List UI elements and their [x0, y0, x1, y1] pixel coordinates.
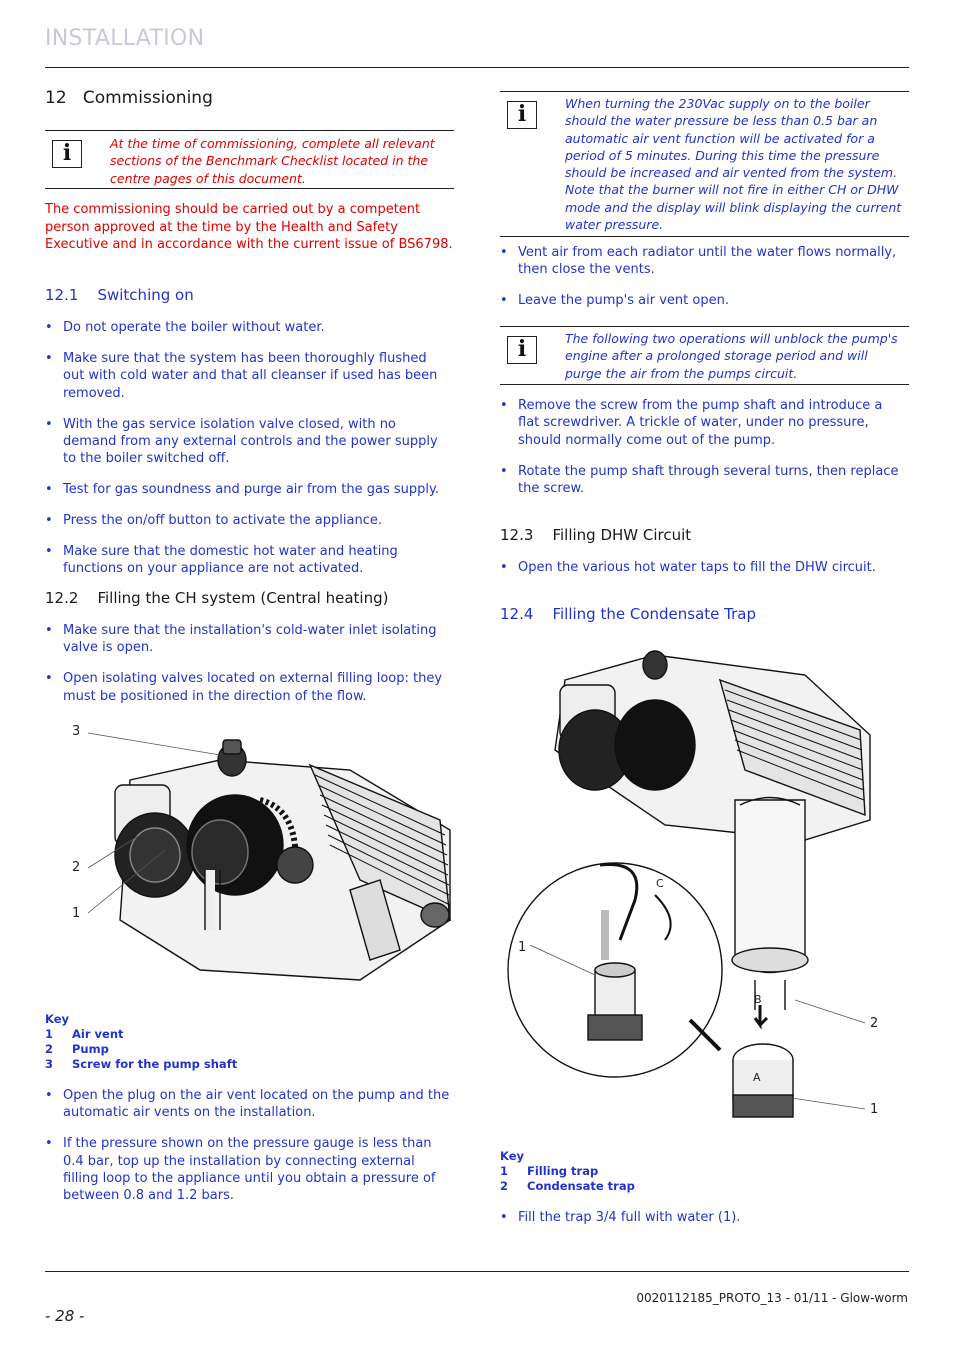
commissioning-intro: The commissioning should be carried out …: [45, 202, 453, 252]
document-reference: 0020112185_PROTO_13 - 01/11 - Glow-worm: [636, 1291, 908, 1305]
subsection-switching-on: 12.1 Switching on: [45, 286, 194, 304]
note2-bottom-rule: [500, 236, 909, 237]
list-item: If the pressure shown on the pressure ga…: [45, 1135, 450, 1204]
footer-rule: [45, 1271, 909, 1272]
figure2-label-c: C: [656, 877, 664, 890]
note-air-vent-function: When turning the 230Vac supply on to the…: [565, 96, 902, 233]
figure2-label-b: B: [754, 993, 762, 1006]
vent-list: Vent air from each radiator until the wa…: [500, 244, 908, 310]
filling-ch-list: Make sure that the installation's cold-w…: [45, 622, 445, 705]
figure1-label-2: 2: [72, 860, 81, 875]
figure2-leader-lines: [530, 945, 866, 1110]
subsection-condensate-trap: 12.4 Filling the Condensate Trap: [500, 605, 756, 623]
note3-top-rule: [500, 326, 909, 327]
info-icon: i: [507, 336, 537, 364]
header-rule: [45, 67, 909, 68]
air-vent-list: Open the plug on the air vent located on…: [45, 1087, 450, 1204]
note1-top-rule: [45, 130, 454, 131]
figure2-label-1: 1: [870, 1102, 879, 1117]
filling-dhw-list: Open the various hot water taps to fill …: [500, 559, 900, 577]
header-title: INSTALLATION: [45, 26, 205, 51]
list-item: Make sure that the system has been thoro…: [45, 350, 450, 402]
list-item: Vent air from each radiator until the wa…: [500, 244, 908, 279]
subsection-filling-ch: 12.2 Filling the CH system (Central heat…: [45, 589, 389, 607]
list-item: Test for gas soundness and purge air fro…: [45, 481, 450, 499]
list-item: Open isolating valves located on externa…: [45, 670, 445, 705]
switching-on-list: Do not operate the boiler without water.…: [45, 319, 450, 578]
fill-trap-list: Fill the trap 3/4 full with water (1).: [500, 1209, 900, 1227]
list-item: Press the on/off button to activate the …: [45, 512, 450, 530]
figure1-label-1: 1: [72, 906, 81, 921]
figure2-label-a: A: [753, 1071, 761, 1084]
key-title: Key: [500, 1149, 525, 1163]
info-icon: i: [507, 101, 537, 129]
boiler-pump-illustration: [114, 739, 451, 981]
list-item: With the gas service isolation valve clo…: [45, 416, 450, 468]
list-item: Rotate the pump shaft through several tu…: [500, 463, 900, 498]
list-item: Make sure that the domestic hot water an…: [45, 543, 450, 578]
note3-bottom-rule: [500, 384, 909, 385]
figure1-leader-lines: [87, 732, 221, 914]
note1-bottom-rule: [45, 188, 454, 189]
figure2-label-2: 2: [870, 1016, 879, 1031]
list-item: Open the plug on the air vent located on…: [45, 1087, 450, 1122]
list-item: Leave the pump's air vent open.: [500, 292, 908, 310]
list-item: Do not operate the boiler without water.: [45, 319, 450, 337]
figure2-label-1-inset: 1: [518, 940, 527, 955]
key-title: Key: [45, 1012, 70, 1026]
condensate-trap-illustration: [507, 650, 871, 1118]
note-unblock-pump: The following two operations will unbloc…: [565, 331, 898, 381]
note-benchmark: At the time of commissioning, complete a…: [110, 136, 435, 186]
figure1-label-3: 3: [72, 724, 81, 739]
list-item: Open the various hot water taps to fill …: [500, 559, 900, 577]
list-item: Remove the screw from the pump shaft and…: [500, 397, 900, 449]
pump-shaft-list: Remove the screw from the pump shaft and…: [500, 397, 900, 497]
list-item: Fill the trap 3/4 full with water (1).: [500, 1209, 900, 1227]
page-number: - 28 -: [45, 1307, 85, 1325]
note2-top-rule: [500, 91, 909, 92]
info-icon: i: [52, 140, 82, 168]
list-item: Make sure that the installation's cold-w…: [45, 622, 445, 657]
section-title: 12 Commissioning: [45, 88, 213, 108]
subsection-filling-dhw: 12.3 Filling DHW Circuit: [500, 526, 692, 544]
